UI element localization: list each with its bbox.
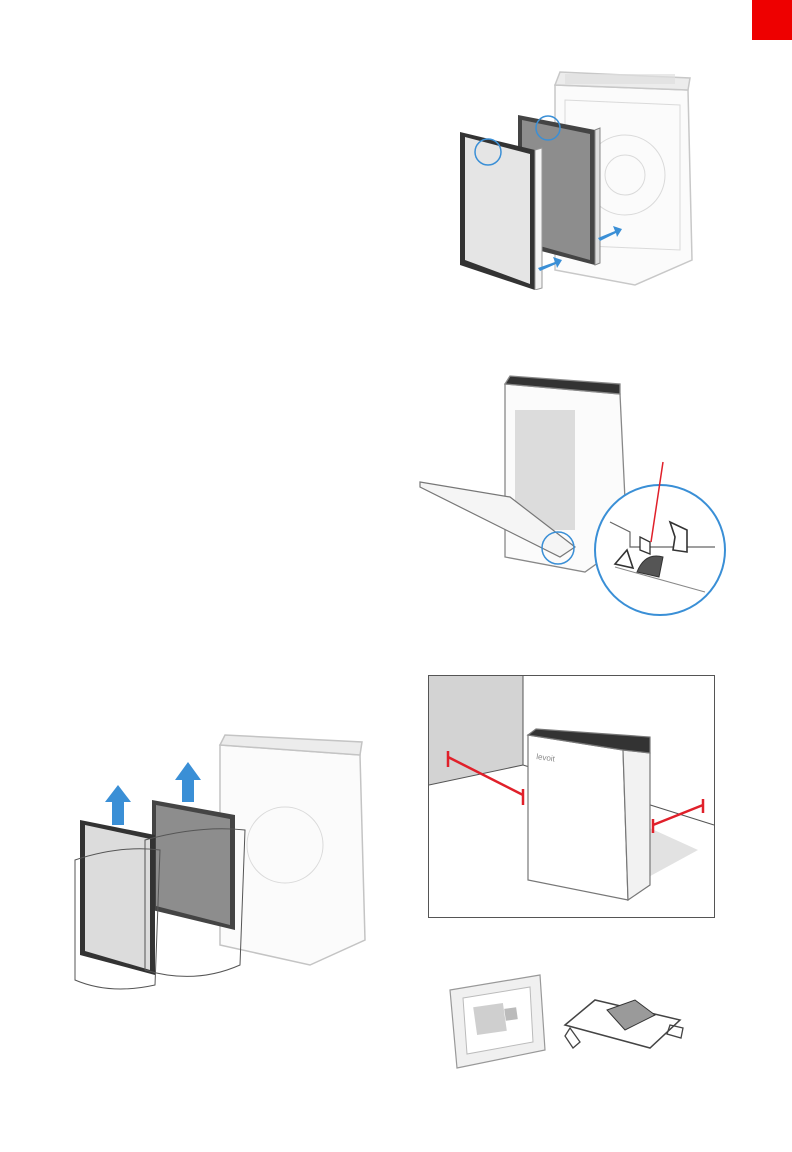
page-tab-marker	[752, 0, 792, 40]
placement-clearance-illustration: levoit	[428, 675, 715, 918]
sensor-cover-illustration	[445, 970, 695, 1070]
sensor-cover-frame	[450, 975, 545, 1068]
filter-insertion-illustration	[440, 60, 700, 290]
sensor-module	[565, 1000, 683, 1048]
sensor-door-detail-illustration	[415, 372, 730, 622]
magnified-detail	[595, 485, 725, 615]
filter-unpacking-illustration	[70, 730, 370, 995]
